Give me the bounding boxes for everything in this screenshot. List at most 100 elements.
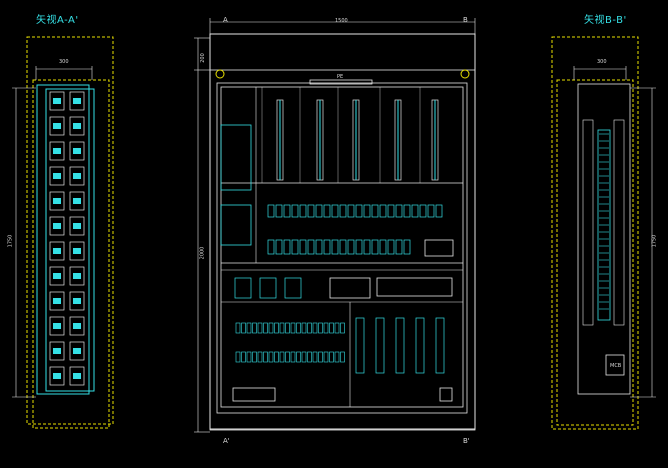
terminal-block: [241, 351, 246, 363]
breaker-right: [69, 216, 85, 236]
breaker-handle-right: [73, 273, 81, 279]
front-width-dimension: 1500: [335, 18, 348, 24]
relay-module: [307, 204, 315, 218]
breaker-right: [69, 366, 85, 386]
left-breaker-stack: [49, 91, 85, 386]
contactor-module: [315, 239, 323, 255]
breaker-right: [69, 266, 85, 286]
io-module: [395, 317, 405, 374]
relay-module: [291, 204, 299, 218]
contactor-module: [267, 239, 275, 255]
right-rail-terminals: [599, 133, 609, 310]
relay-module: [379, 204, 387, 218]
io-module: [435, 317, 445, 374]
front-height-dimension: 2000: [199, 246, 206, 260]
terminal-block: [307, 322, 312, 334]
terminal-block: [312, 351, 318, 363]
right-side-view: [551, 36, 656, 430]
breaker-left: [49, 166, 65, 186]
io-module: [375, 317, 385, 374]
breaker-handle-right: [73, 248, 81, 254]
terminal-block: [235, 322, 241, 334]
contactor-module: [339, 239, 347, 255]
breaker-left: [49, 341, 65, 361]
right-view-title: 矢视B-B': [584, 15, 627, 26]
relay-module: [363, 204, 371, 218]
breaker-handle-left: [53, 323, 61, 329]
relay-module: [427, 204, 435, 218]
breaker-right: [69, 341, 85, 361]
breaker-handle-left: [53, 123, 61, 129]
contactor-module: [307, 239, 315, 255]
contactor-module: [371, 239, 379, 255]
breaker-right: [69, 91, 85, 111]
breaker-right: [69, 191, 85, 211]
breaker-left: [49, 191, 65, 211]
breaker-handle-right: [73, 123, 81, 129]
breaker-handle-left: [53, 173, 61, 179]
breaker-handle-left: [53, 348, 61, 354]
terminal-block: [312, 322, 318, 334]
terminal-block: [274, 351, 279, 363]
terminal-block: [268, 351, 274, 363]
breaker-handle-right: [73, 223, 81, 229]
contactor-module: [395, 239, 403, 255]
terminal-block: [252, 322, 257, 334]
front-view: [194, 18, 476, 433]
breaker-right: [69, 316, 85, 336]
terminal-block: [285, 351, 290, 363]
contactor-module: [323, 239, 331, 255]
terminal-block: [235, 351, 241, 363]
terminal-block: [334, 322, 340, 334]
terminal-block: [329, 322, 334, 334]
terminal-block: [274, 322, 279, 334]
terminal-block: [318, 351, 323, 363]
relay-module: [267, 204, 275, 218]
breaker-left: [49, 291, 65, 311]
breaker-right: [69, 116, 85, 136]
contactor-module: [403, 239, 411, 255]
breaker-left: [49, 366, 65, 386]
breaker-left: [49, 216, 65, 236]
io-module: [355, 317, 365, 374]
mcb-label: MCB: [610, 363, 622, 369]
terminal-block: [290, 351, 296, 363]
terminal-block: [307, 351, 312, 363]
terminal-block: [296, 322, 301, 334]
contactor-module: [299, 239, 307, 255]
terminal-block: [263, 322, 268, 334]
relay-module: [275, 204, 283, 218]
left-width-dimension: 300: [59, 59, 69, 65]
terminal-block: [323, 351, 329, 363]
breaker-handle-right: [73, 98, 81, 104]
relay-module: [355, 204, 363, 218]
contactor-module: [387, 239, 395, 255]
breaker-handle-right: [73, 373, 81, 379]
terminal-block: [263, 351, 268, 363]
breaker-right: [69, 241, 85, 261]
terminal-block: [329, 351, 334, 363]
relay-module: [435, 204, 443, 218]
relay-module: [419, 204, 427, 218]
contactor-module: [363, 239, 371, 255]
relay-module: [315, 204, 323, 218]
terminal-block: [301, 351, 307, 363]
breaker-handle-left: [53, 373, 61, 379]
breaker-handle-right: [73, 348, 81, 354]
front-top-dimension: 200: [199, 53, 206, 63]
terminal-block: [246, 322, 252, 334]
contactor-module: [379, 239, 387, 255]
breaker-handle-right: [73, 173, 81, 179]
terminal-block: [318, 322, 323, 334]
breaker-handle-left: [53, 223, 61, 229]
breaker-handle-left: [53, 98, 61, 104]
relay-module: [371, 204, 379, 218]
breaker-left: [49, 241, 65, 261]
relay-module: [339, 204, 347, 218]
terminal-block: [301, 322, 307, 334]
left-view-title: 矢视A-A': [36, 15, 79, 26]
terminal-block: [241, 322, 246, 334]
terminal-block: [257, 322, 263, 334]
breaker-right: [69, 166, 85, 186]
